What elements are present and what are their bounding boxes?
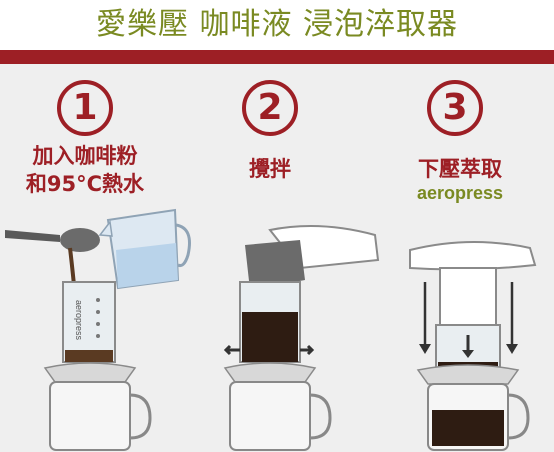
scoop-icon (5, 228, 100, 286)
aeropress-plunger-3 (435, 267, 501, 371)
step-3-digit: 3 (442, 87, 468, 128)
instruction-panel: aeropress (0, 50, 554, 452)
circle-icon (242, 80, 298, 136)
step-3-number: 3 (425, 78, 485, 138)
step-1-digit: 1 (72, 87, 98, 128)
mug-2 (223, 362, 332, 451)
top-red-band (0, 50, 554, 64)
step-3-label: 下壓萃取 (418, 157, 502, 181)
aeropress-chamber-2 (223, 281, 315, 363)
step-1-label-line1: 加入咖啡粉 (32, 144, 138, 168)
illustration-canvas: aeropress (5, 208, 537, 451)
step-1-number: 1 (55, 78, 115, 138)
step2-illustration (223, 225, 380, 451)
circle-icon (57, 80, 113, 136)
page-title: 愛樂壓 咖啡液 浸泡淬取器 (95, 7, 459, 42)
step-2-label: 攪拌 (249, 157, 291, 181)
mug-3 (416, 364, 530, 451)
step1-illustration: aeropress (5, 208, 191, 451)
step-1-label: 加入咖啡粉 和95°C熱水 (5, 142, 165, 198)
svg-text:aeropress: aeropress (74, 300, 84, 341)
mug-1 (43, 362, 152, 451)
hand-pressing-icon (409, 241, 537, 271)
step3-illustration (409, 241, 537, 451)
aeropress-chamber-1: aeropress (62, 281, 116, 363)
circle-icon (427, 80, 483, 136)
step-1-label-line2: 和95°C熱水 (25, 172, 145, 196)
down-arrows-icon (419, 282, 518, 354)
step-2-number: 2 (240, 78, 300, 138)
brand-label: aeropress (416, 183, 504, 203)
step-2-digit: 2 (257, 87, 283, 128)
water-jug-icon (98, 208, 191, 290)
